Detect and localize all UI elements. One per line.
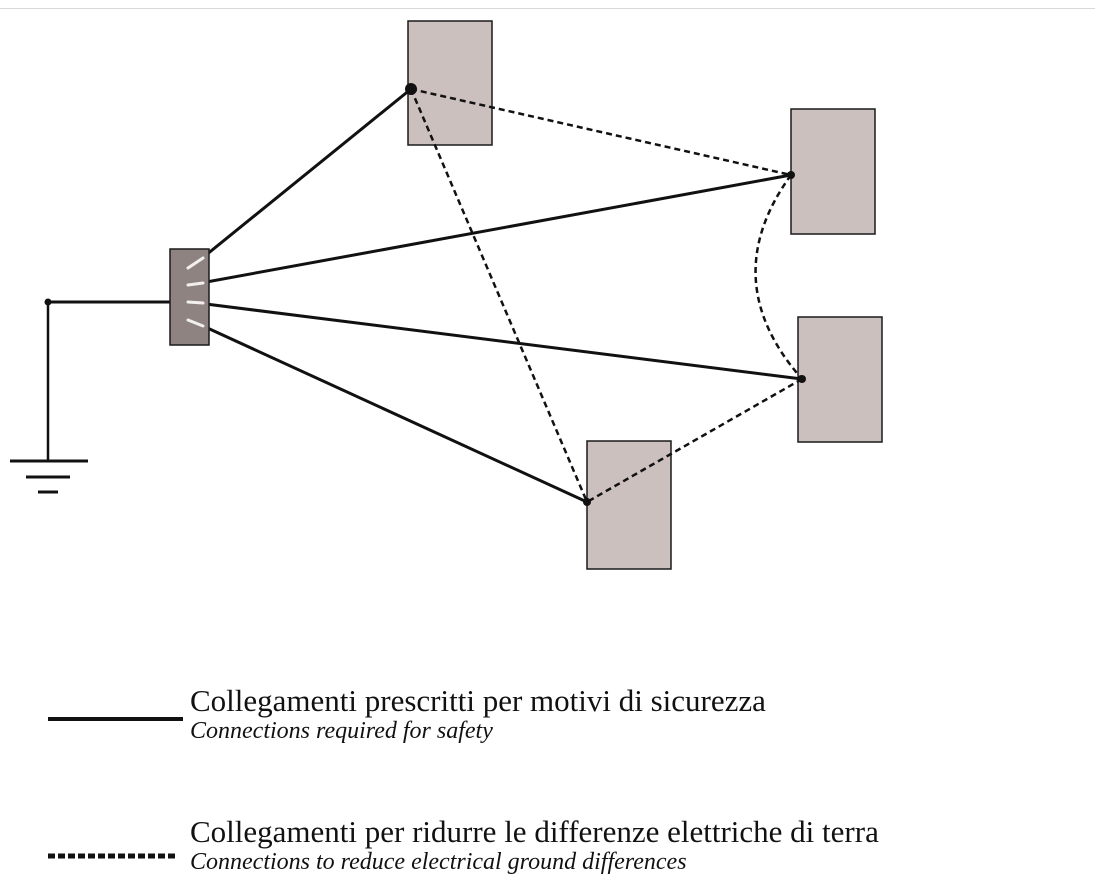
equipment-box-top <box>407 20 493 146</box>
legend-dashed-line-swatch <box>48 853 176 859</box>
main-ground-bar <box>169 248 210 346</box>
legend-equipotential-label-it: Collegamenti per ridurre le differenze e… <box>190 814 879 849</box>
solid-link-to-right-upper <box>188 173 793 287</box>
top-divider <box>0 8 1095 9</box>
terminal-dot-bottom <box>583 498 591 506</box>
legend-equipotential-text: Collegamenti per ridurre le differenze e… <box>190 814 879 876</box>
dashed-link-right-upper-right-lower <box>754 174 803 380</box>
ground-icon <box>10 302 88 494</box>
legend-safety-text: Collegamenti prescritti per motivi di si… <box>190 683 766 745</box>
equipotential-connections <box>409 87 803 504</box>
dashed-link-top-right-upper <box>410 87 792 177</box>
terminal-dot-right-lower <box>798 375 806 383</box>
equipment-box-right-lower <box>797 316 883 443</box>
dashed-link-right-lower-bottom <box>586 377 803 504</box>
grounding-diagram <box>10 20 883 570</box>
ground-bar-terminals <box>186 256 205 328</box>
legend-safety-label-en: Connections required for safety <box>190 718 493 744</box>
solid-link-to-right-lower <box>188 300 804 381</box>
legend-solid-line-swatch <box>48 717 183 721</box>
ground-junction-dot <box>44 298 52 306</box>
dashed-link-top-bottom <box>409 88 589 503</box>
safety-connections <box>188 87 804 504</box>
legend-safety-label-it: Collegamenti prescritti per motivi di si… <box>190 683 766 718</box>
equipment-box-bottom <box>586 440 672 570</box>
solid-link-to-bottom <box>188 318 589 504</box>
legend-equipotential-label-en: Connections to reduce electrical ground … <box>190 849 687 875</box>
terminal-dot-top <box>405 83 417 95</box>
solid-link-to-top <box>188 87 413 270</box>
terminal-dot-right-upper <box>787 171 795 179</box>
equipment-box-right-upper <box>790 108 876 235</box>
